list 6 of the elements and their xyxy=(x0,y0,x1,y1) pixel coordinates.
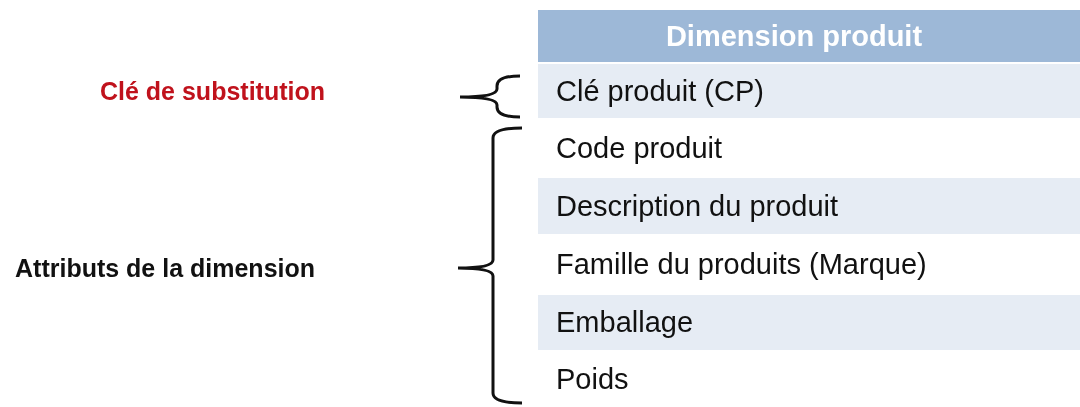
table-header-cell: Dimension produit xyxy=(538,8,1080,62)
bracket-label: Clé de substitution xyxy=(100,76,325,106)
table-cell: Description du produit xyxy=(538,176,1080,234)
table-cell: Clé produit (CP) xyxy=(538,62,1080,118)
bracket-label: Attributs de la dimension xyxy=(15,253,316,283)
table-cell: Emballage xyxy=(538,293,1080,350)
